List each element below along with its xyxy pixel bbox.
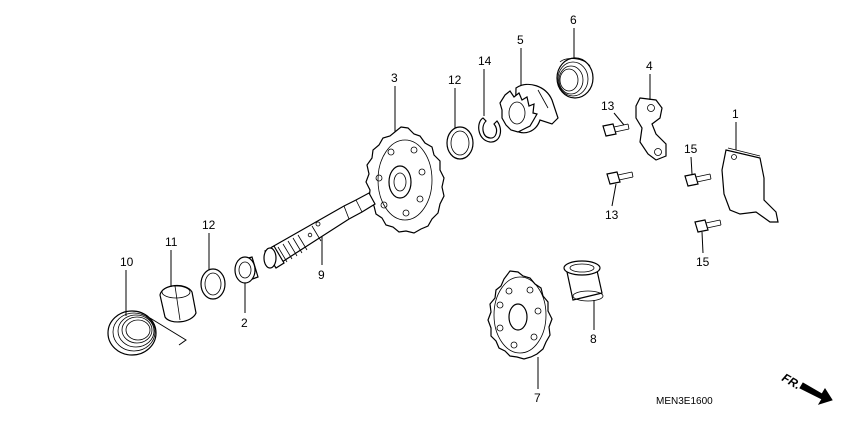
part-15-bolt-lower [694,219,722,233]
part-4-ratchet-guide-plate [635,97,667,161]
label-part-14: 14 [478,54,492,68]
label-part-3: 3 [391,71,398,85]
part-3-gear [365,126,445,234]
label-part-8: 8 [590,332,597,346]
part-2-bushing [234,256,259,284]
leader-lines [125,28,737,389]
label-part-5: 5 [517,33,524,47]
front-direction-arrow-icon [799,382,833,405]
part-12-washer-lower [200,268,226,300]
front-direction-text: FR. [780,370,804,392]
label-part-13-lower: 13 [605,208,619,222]
part-6-ratchet-spring [556,57,594,99]
part-7-idle-gear [487,270,553,360]
part-9-kickstarter-spindle [263,192,376,269]
front-direction-marker: FR. [780,370,833,405]
part-13-bolt-lower [606,171,634,185]
label-part-6: 6 [570,13,577,27]
label-part-15-lower: 15 [696,255,710,269]
label-part-9: 9 [318,268,325,282]
label-part-12-upper: 12 [448,73,462,87]
part-11-spring-collar [159,285,197,323]
label-part-10: 10 [120,255,134,269]
label-part-12-lower: 12 [202,218,216,232]
label-part-4: 4 [646,59,653,73]
part-15-bolt-upper [684,173,712,187]
label-part-7: 7 [534,391,541,405]
part-5-ratchet [499,83,559,134]
label-part-1: 1 [732,107,739,121]
label-part-2: 2 [241,316,248,330]
part-labels: 10 11 12 2 9 3 12 14 5 6 4 13 13 1 15 15… [120,13,739,405]
part-10-spring [107,310,187,356]
drawing-code: MEN3E1600 [656,396,713,407]
part-1-guide-plate [721,147,779,223]
part-12-washer-upper [446,126,474,160]
label-part-13-upper: 13 [601,99,615,113]
label-part-15-upper: 15 [684,142,698,156]
part-14-circlip [478,117,502,143]
part-8-gear-bushing [563,260,604,302]
label-part-11: 11 [165,235,178,249]
part-13-bolt-upper [602,123,630,137]
